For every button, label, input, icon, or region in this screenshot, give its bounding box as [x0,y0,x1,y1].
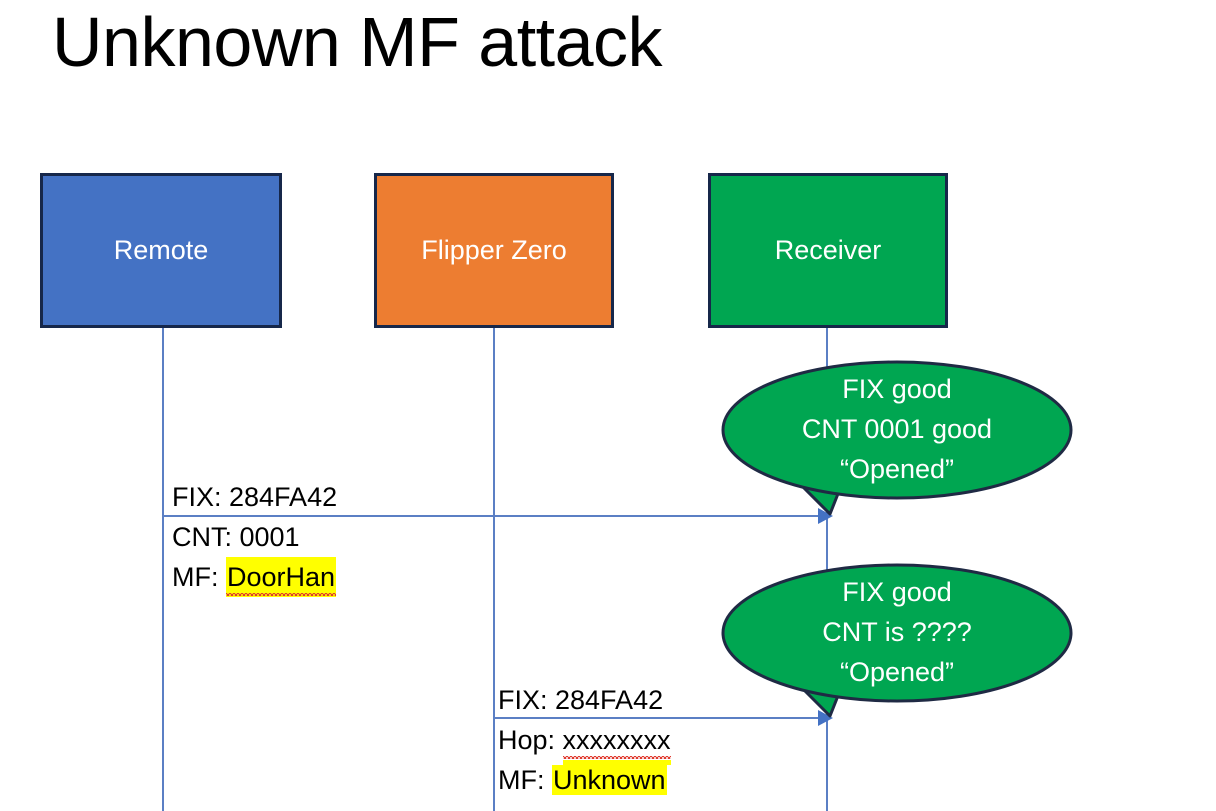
message-1-cnt-line: CNT: 0001 [172,522,300,552]
message-2-hop-line: Hop: xxxxxxxx [498,720,671,760]
speech-bubble-1-shape [721,360,1073,516]
actor-box-flipper[interactable]: Flipper Zero [374,173,614,328]
message-1-mf-prefix: MF: [172,562,226,592]
message-2-hop-prefix: Hop: [498,725,563,755]
actor-label-flipper: Flipper Zero [421,235,567,265]
message-arrow-1-head [818,508,833,524]
message-1-label-above: FIX: 284FA42 [172,477,337,517]
message-2-label-above: FIX: 284FA42 [498,680,663,720]
actor-label-receiver: Receiver [774,235,882,265]
message-2-mf-value: Unknown [552,765,667,795]
actor-box-receiver[interactable]: Receiver [708,173,948,328]
message-1-mf-value: DoorHan [226,557,337,597]
message-2-fix-line: FIX: 284FA42 [498,685,664,715]
actor-label-remote: Remote [113,235,209,265]
message-2-mf-prefix: MF: [498,765,552,795]
message-1-label-below: CNT: 0001 MF: DoorHan [172,517,337,597]
message-arrow-2-head [818,710,833,726]
message-2-hop-value: xxxxxxxx [562,720,671,760]
message-2-label-below: Hop: xxxxxxxx MF: Unknown [498,720,671,800]
message-2-mf-line: MF: Unknown [498,760,671,800]
actor-box-remote[interactable]: Remote [40,173,282,328]
message-1-fix-line: FIX: 284FA42 [172,482,338,512]
speech-bubble-2-shape [721,563,1073,718]
page-title: Unknown MF attack [52,3,663,81]
message-1-mf-line: MF: DoorHan [172,557,337,597]
